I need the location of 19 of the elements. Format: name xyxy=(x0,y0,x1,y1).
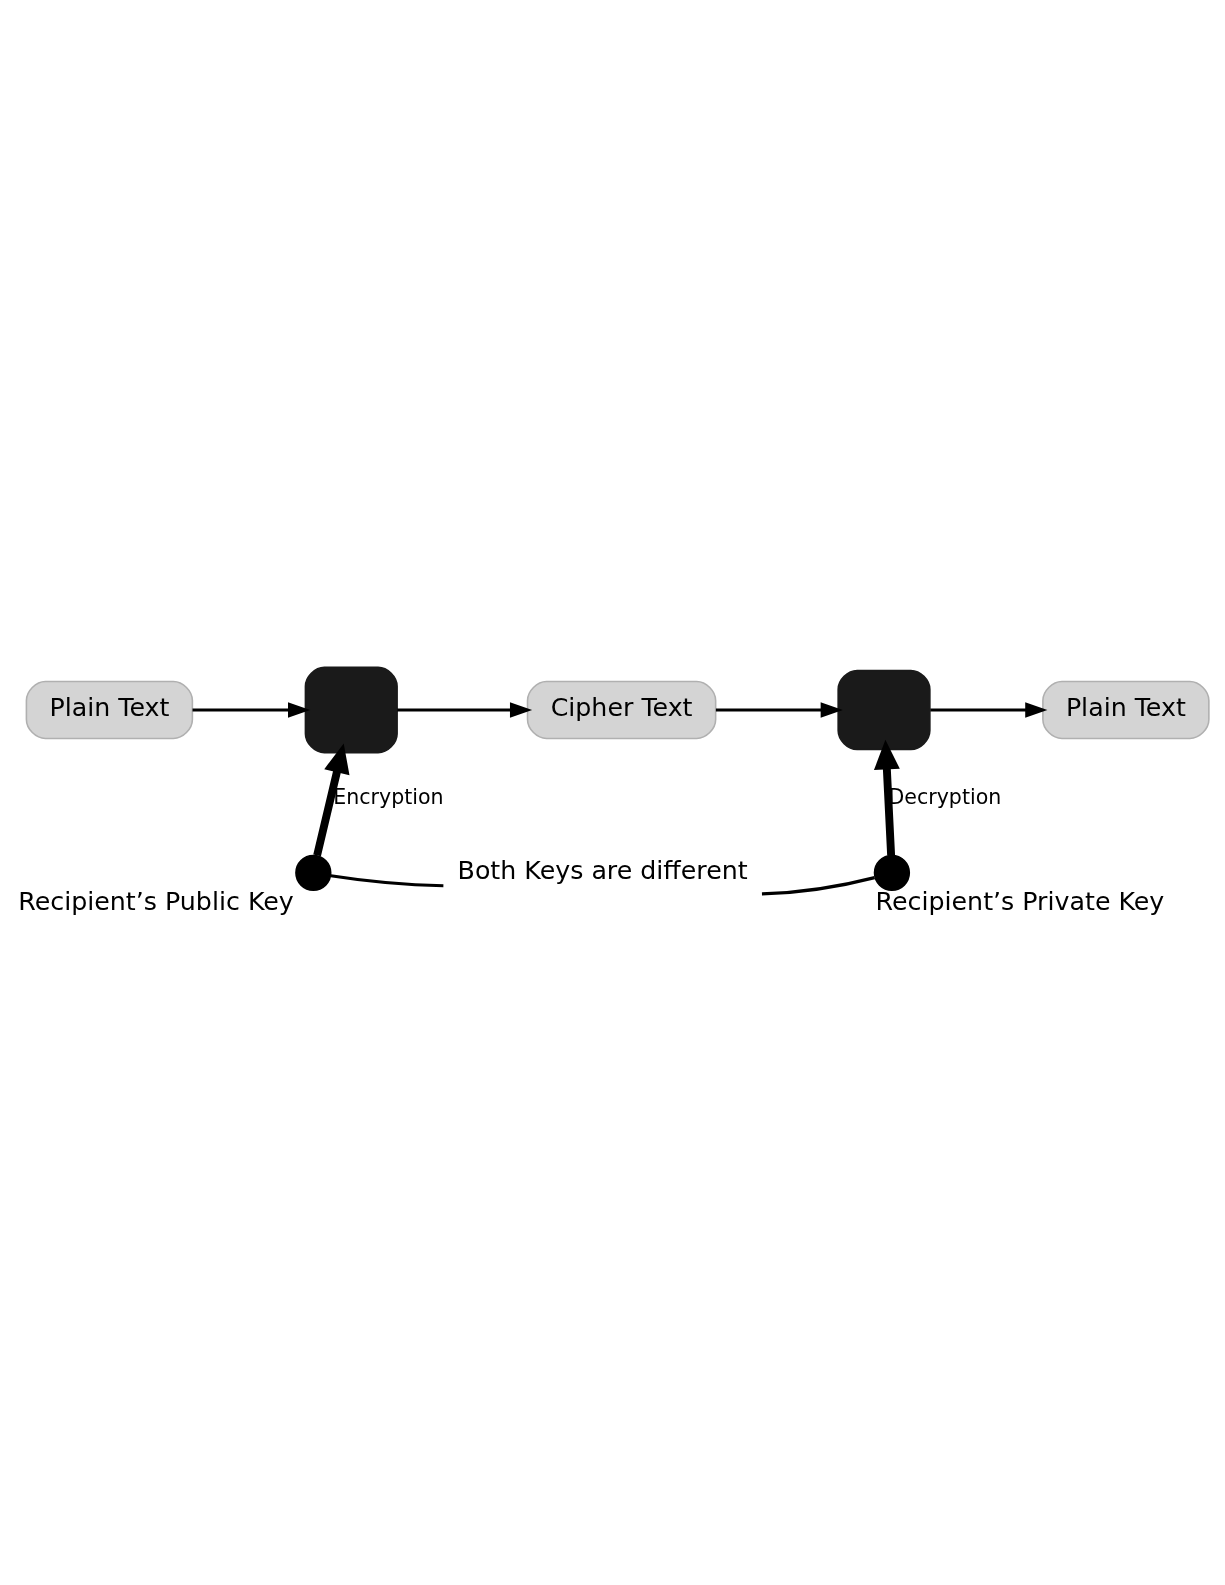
arrow xyxy=(313,742,350,856)
node-box: Cipher Text xyxy=(526,680,717,739)
arrow xyxy=(873,739,900,856)
connector xyxy=(330,873,444,887)
node-box: Plain Text xyxy=(25,680,194,739)
arrow xyxy=(715,701,843,718)
arrow xyxy=(192,701,311,718)
edge-label: Encryption xyxy=(333,784,444,809)
node-box: Plain Text xyxy=(1042,680,1210,739)
node-box xyxy=(304,666,398,753)
node-text: Both Keys are different xyxy=(457,855,748,885)
node-label: Recipient’s Private Key xyxy=(875,886,1165,916)
node-circle xyxy=(873,854,911,891)
connector xyxy=(761,875,876,896)
arrow xyxy=(930,701,1048,718)
arrow xyxy=(397,701,533,718)
node-box xyxy=(837,669,931,750)
node-label: Recipient’s Public Key xyxy=(18,886,294,916)
node-circle xyxy=(295,854,332,891)
